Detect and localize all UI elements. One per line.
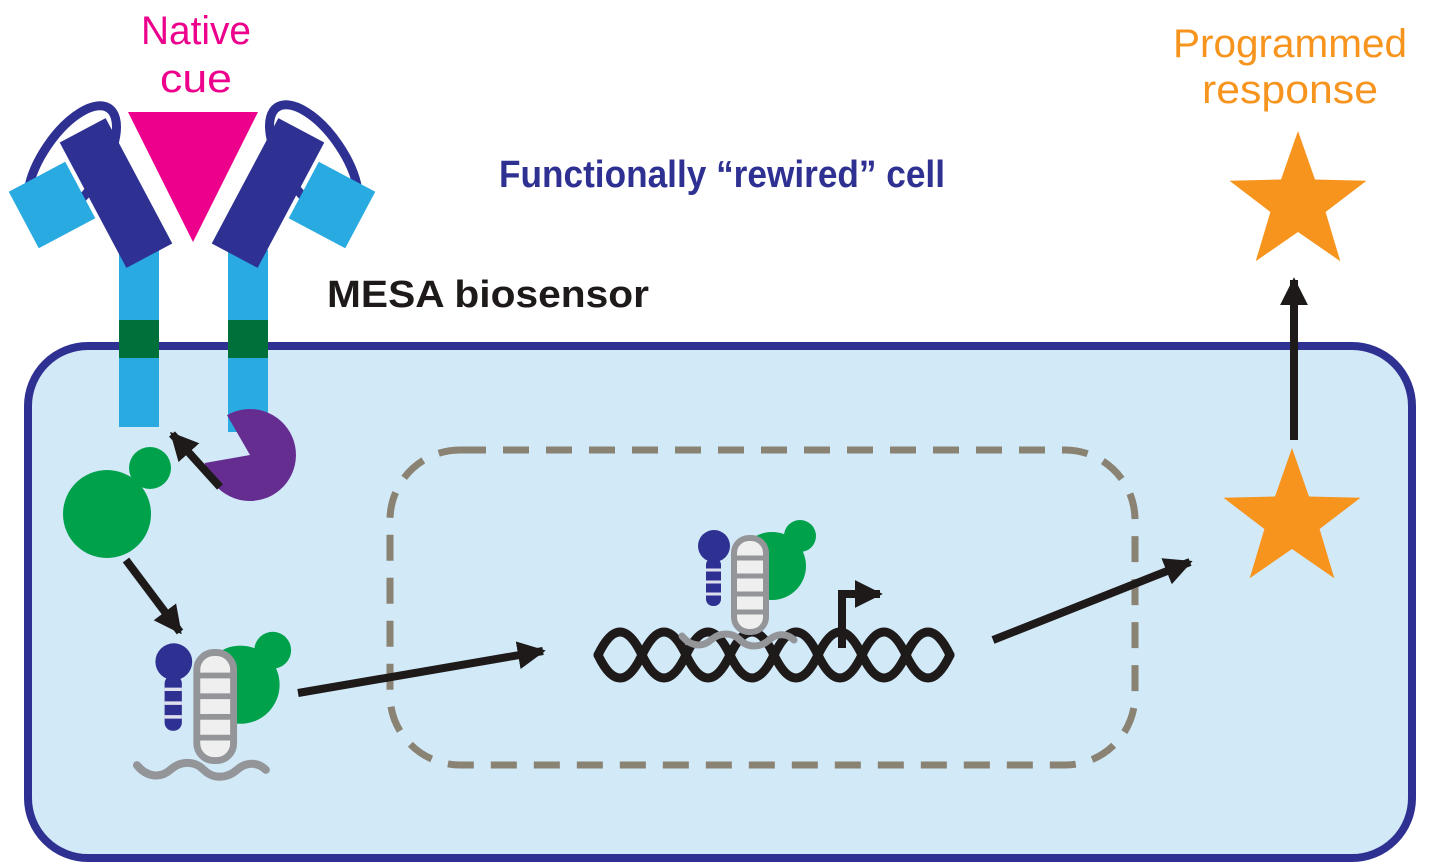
receptor-cap-right: [288, 161, 376, 249]
star-icon-outer: [1229, 131, 1367, 262]
receptor-arm-right: [211, 118, 325, 268]
green-protein-small: [129, 447, 171, 489]
arrow-protease-to-receptor: [169, 431, 223, 490]
coil-body: [193, 649, 238, 765]
transmembrane-band-right: [228, 320, 268, 358]
dna-helix-icon: [593, 627, 955, 683]
gray-coil-icon: [193, 649, 238, 765]
programmed-response-label-line1: Programmed: [1173, 22, 1407, 66]
nucleus-dashed-outline: [386, 446, 1139, 769]
dna-strand-bottom: [593, 627, 955, 683]
mesa-biosensor-label: MESA biosensor: [327, 274, 649, 316]
arrow-nucleus-to-star: [991, 558, 1193, 644]
green-protein-small: [784, 520, 816, 552]
cue-triangle-icon: [128, 112, 258, 242]
coil-body: [731, 535, 769, 635]
navy-binding-domain-icon: [155, 643, 193, 731]
receptor-cap-left: [8, 161, 96, 249]
rewired-cell-label: Functionally “rewired” cell: [499, 154, 945, 196]
mesa-receptor-icon: [8, 100, 376, 432]
navy-binding-domain-icon: [698, 530, 730, 606]
binding-head: [698, 530, 730, 562]
transcription-factor-complex-icon: [678, 520, 816, 650]
arrow-complex-to-nucleus: [297, 641, 546, 697]
flow-arrows: [122, 277, 1308, 697]
native-cue-label-line1: Native: [141, 9, 251, 53]
binding-head: [155, 643, 193, 681]
complex-base-squiggle: [678, 630, 798, 650]
green-protein-icon: [63, 447, 171, 558]
protease-pacman-icon: [204, 409, 296, 501]
transcription-factor-complex-icon: [132, 631, 292, 781]
star-icon-inner: [1223, 448, 1361, 579]
green-protein-large: [63, 470, 151, 558]
native-cue-label-line2: cue: [160, 57, 232, 101]
programmed-response-label-line2: response: [1202, 68, 1378, 112]
transcription-start-arrow-icon: [838, 580, 883, 648]
gray-coil-icon: [731, 535, 769, 635]
arrow-protein-to-complex: [122, 557, 184, 635]
green-protein-small: [254, 631, 292, 669]
transmembrane-band-left: [119, 320, 159, 358]
complex-base-squiggle: [132, 758, 270, 781]
receptor-arm-left: [59, 118, 173, 268]
